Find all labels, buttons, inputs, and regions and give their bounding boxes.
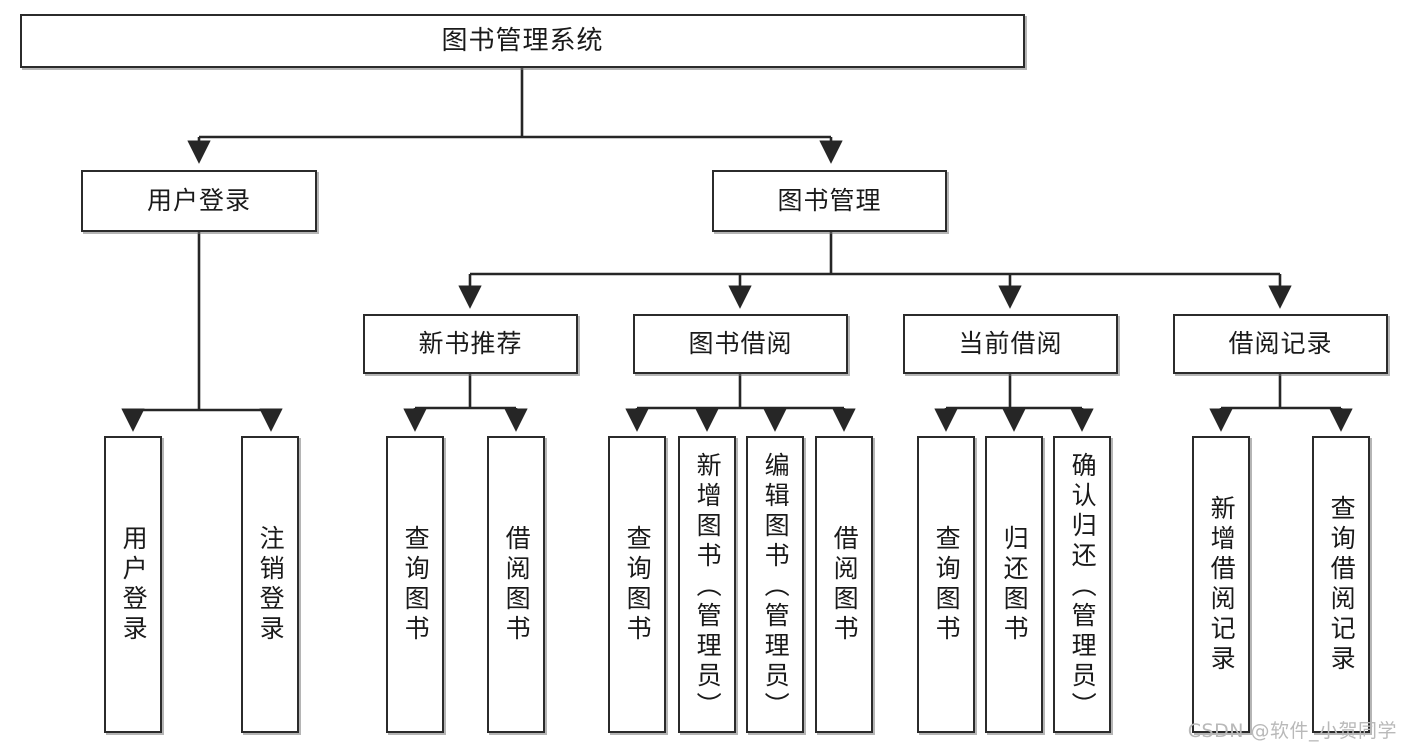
node-leaf-add-record[interactable]: 新增借阅记录 xyxy=(1192,436,1250,733)
node-leaf-query-book-3[interactable]: 查询图书 xyxy=(917,436,975,733)
node-leaf-return-book[interactable]: 归还图书 xyxy=(985,436,1043,733)
node-leaf-query-book-3-label: 查询图书 xyxy=(932,524,962,645)
node-leaf-logout-label: 注销登录 xyxy=(256,524,286,645)
node-book-manage-label: 图书管理 xyxy=(777,186,882,216)
node-leaf-borrow-book-2[interactable]: 借阅图书 xyxy=(815,436,873,733)
node-leaf-add-book-label: 新增图书（管理员） xyxy=(693,452,723,722)
node-new-book-rec[interactable]: 新书推荐 xyxy=(363,314,578,374)
node-book-borrow[interactable]: 图书借阅 xyxy=(633,314,848,374)
node-leaf-query-record-label: 查询借阅记录 xyxy=(1327,494,1357,675)
node-leaf-user-login-label: 用户登录 xyxy=(119,524,149,645)
node-borrow-record[interactable]: 借阅记录 xyxy=(1173,314,1388,374)
node-user-login-label: 用户登录 xyxy=(146,186,251,216)
node-leaf-return-book-label: 归还图书 xyxy=(1000,524,1030,645)
node-leaf-query-book-2-label: 查询图书 xyxy=(623,524,653,645)
node-leaf-borrow-book-2-label: 借阅图书 xyxy=(830,524,860,645)
node-leaf-query-book-1[interactable]: 查询图书 xyxy=(386,436,444,733)
node-leaf-confirm-return[interactable]: 确认归还（管理员） xyxy=(1053,436,1111,733)
node-borrow-record-label: 借阅记录 xyxy=(1228,329,1333,359)
node-book-borrow-label: 图书借阅 xyxy=(688,329,793,359)
node-leaf-query-record[interactable]: 查询借阅记录 xyxy=(1312,436,1370,733)
node-leaf-query-book-1-label: 查询图书 xyxy=(401,524,431,645)
node-root-label: 图书管理系统 xyxy=(441,25,604,56)
node-root[interactable]: 图书管理系统 xyxy=(20,14,1025,68)
node-leaf-add-record-label: 新增借阅记录 xyxy=(1207,494,1237,675)
node-leaf-query-book-2[interactable]: 查询图书 xyxy=(608,436,666,733)
node-leaf-edit-book[interactable]: 编辑图书（管理员） xyxy=(746,436,804,733)
node-leaf-borrow-book-1-label: 借阅图书 xyxy=(502,524,532,645)
node-book-manage[interactable]: 图书管理 xyxy=(712,170,947,232)
node-leaf-borrow-book-1[interactable]: 借阅图书 xyxy=(487,436,545,733)
node-leaf-logout[interactable]: 注销登录 xyxy=(241,436,299,733)
node-current-borrow[interactable]: 当前借阅 xyxy=(903,314,1118,374)
node-current-borrow-label: 当前借阅 xyxy=(958,329,1063,359)
node-new-book-rec-label: 新书推荐 xyxy=(418,329,523,359)
node-leaf-add-book[interactable]: 新增图书（管理员） xyxy=(678,436,736,733)
node-user-login[interactable]: 用户登录 xyxy=(81,170,317,232)
node-leaf-user-login[interactable]: 用户登录 xyxy=(104,436,162,733)
node-leaf-confirm-return-label: 确认归还（管理员） xyxy=(1068,452,1098,722)
node-leaf-edit-book-label: 编辑图书（管理员） xyxy=(761,452,791,722)
